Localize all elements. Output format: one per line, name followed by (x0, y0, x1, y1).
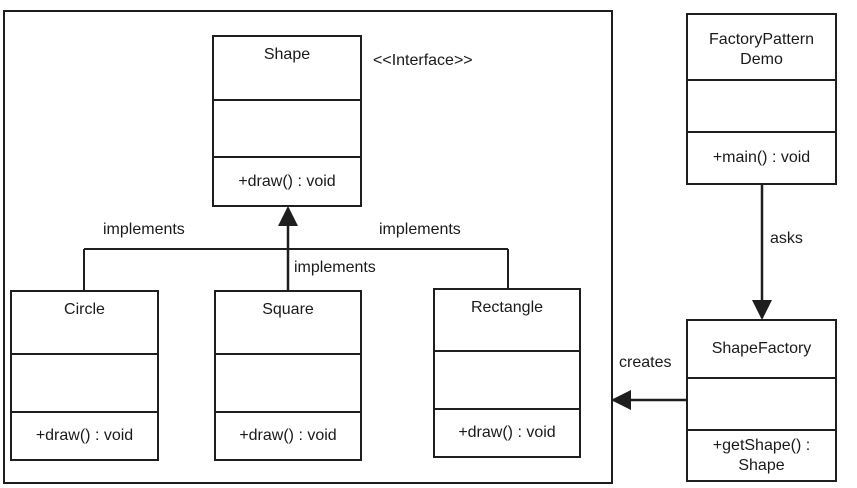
package-frame (3, 10, 613, 484)
class-factory-method-line2: Shape (738, 456, 785, 474)
class-demo-name: FactoryPattern Demo (688, 15, 835, 81)
class-shape-name: Shape (214, 37, 360, 101)
label-implements-right: implements (379, 221, 461, 238)
class-demo-name-line2: Demo (740, 51, 783, 68)
class-factory-pattern-demo[interactable]: FactoryPattern Demo +main() : void (686, 13, 837, 185)
class-shape-method: +draw() : void (238, 172, 336, 190)
class-circle-attributes (12, 355, 157, 413)
class-rectangle[interactable]: Rectangle +draw() : void (433, 288, 581, 458)
class-circle-method: +draw() : void (35, 427, 134, 444)
label-creates: creates (619, 354, 672, 371)
label-asks: asks (770, 230, 803, 247)
class-demo-method: +main() : void (712, 149, 811, 166)
class-factory-method: +getShape() : Shape (688, 431, 835, 480)
class-rectangle-method: +draw() : void (458, 424, 556, 441)
class-demo-attributes (688, 81, 835, 133)
class-factory-attributes (688, 379, 835, 431)
interface-stereotype: <<Interface>> (373, 52, 473, 69)
class-shape-attributes (214, 101, 360, 158)
class-shape[interactable]: Shape +draw() : void (212, 35, 362, 207)
class-rectangle-attributes (435, 352, 579, 410)
class-square-name: Square (216, 292, 360, 355)
label-implements-left: implements (103, 221, 185, 238)
class-circle[interactable]: Circle +draw() : void (10, 290, 159, 461)
class-rectangle-name: Rectangle (435, 290, 579, 352)
class-shape-factory[interactable]: ShapeFactory +getShape() : Shape (686, 319, 837, 482)
class-square[interactable]: Square +draw() : void (214, 290, 362, 461)
class-square-method: +draw() : void (239, 427, 337, 444)
class-square-attributes (216, 355, 360, 413)
class-factory-method-line1: +getShape() : (712, 436, 811, 454)
label-implements-center: implements (294, 259, 376, 276)
class-demo-name-line1: FactoryPattern (709, 31, 814, 48)
class-factory-name: ShapeFactory (688, 321, 835, 379)
class-circle-name: Circle (12, 292, 157, 355)
